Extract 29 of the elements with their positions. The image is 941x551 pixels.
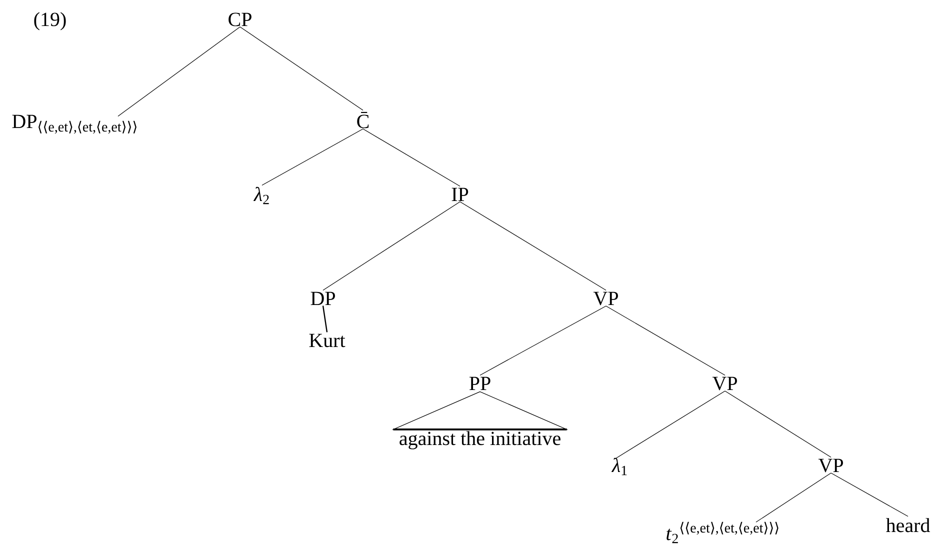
tree-label: VP — [593, 292, 618, 306]
branch-line — [322, 306, 328, 332]
example-number: (19) — [34, 12, 66, 30]
tree-label: DP — [310, 292, 335, 306]
branch-line — [616, 390, 726, 459]
branch-line — [118, 26, 240, 116]
branch-line — [240, 26, 364, 111]
branch-line — [724, 390, 832, 458]
branch-line — [830, 472, 908, 517]
branch-line — [460, 201, 606, 290]
leaf-word: Kurt — [309, 334, 346, 348]
leaf-word: against the initiative — [400, 431, 560, 450]
branch-line — [606, 306, 726, 376]
tree-label: VP — [712, 376, 737, 390]
tree-label: VP — [818, 458, 843, 472]
branch-line — [480, 306, 606, 376]
tree-label: PP — [469, 376, 490, 390]
leaf-word: heard — [886, 518, 930, 532]
tree-label: IP — [452, 188, 468, 201]
tree-label: DP$_{⟨⟨e,et⟩,⟨et,⟨e,et⟩⟩⟩}$ — [12, 114, 136, 134]
tree-label: t$_{2}$⟨⟨e,et⟩,⟨et,⟨e,et⟩⟩⟩ — [666, 522, 778, 544]
tree-label: λ$_{2}$ — [253, 186, 269, 204]
branch-line — [362, 128, 460, 186]
branch-line — [756, 472, 832, 522]
tree-label: CP — [228, 12, 252, 26]
branch-line — [262, 128, 364, 186]
branch-line — [322, 201, 460, 290]
tree-label: λ$_{1}$ — [611, 458, 627, 476]
tree-label: C̄ — [357, 112, 369, 128]
